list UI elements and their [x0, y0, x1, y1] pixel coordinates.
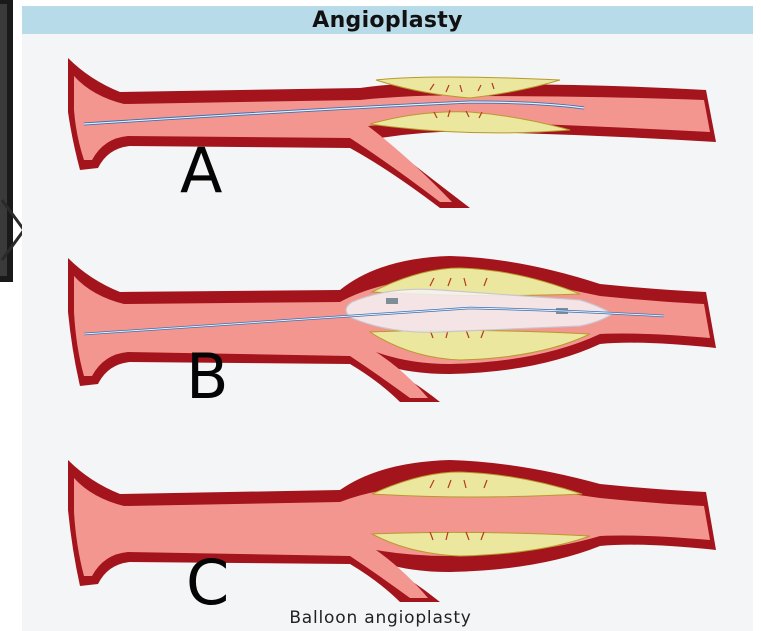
figure-title: Angioplasty	[312, 8, 462, 33]
artery-diagram-b	[0, 252, 761, 412]
artery-diagram-c	[0, 450, 761, 610]
title-bar: Angioplasty	[22, 6, 753, 34]
artery-diagram-a	[0, 40, 761, 210]
stage-label-c: C	[186, 552, 229, 614]
stage-label-a: A	[180, 140, 222, 202]
stage-label-b: B	[186, 346, 229, 408]
figure-caption: Balloon angioplasty	[0, 608, 761, 628]
